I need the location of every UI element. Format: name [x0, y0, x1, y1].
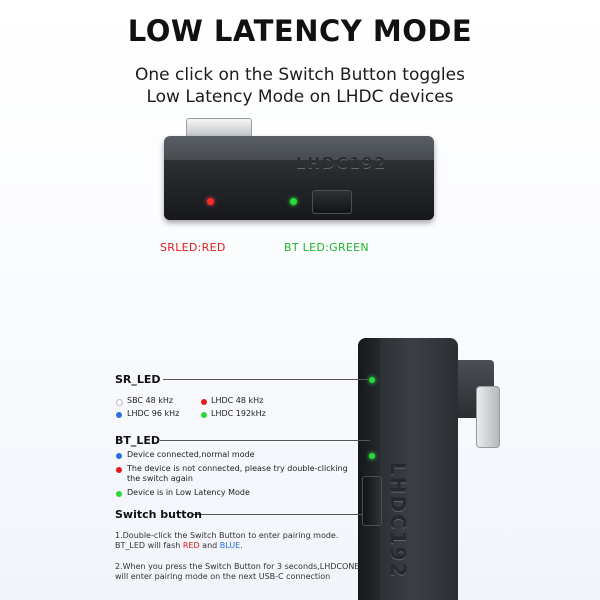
sr-led-dot: [369, 377, 375, 383]
sr-led-item-label: LHDC 48 kHz: [211, 396, 264, 405]
note-text: BT_LED will fash: [115, 541, 183, 550]
sr-led-blue-dot: [116, 412, 122, 418]
device-brand-label: LHDC192: [386, 462, 410, 579]
switch-note-2-line-1: 2.When you press the Switch Button for 3…: [115, 562, 360, 571]
subtitle-line-2: Low Latency Mode on LHDC devices: [146, 87, 454, 107]
device-edge: [358, 338, 380, 600]
bt-led-title: BT_LED: [115, 434, 161, 447]
bt-led-blue-dot: [116, 453, 122, 459]
sr-led-item-label: LHDC 192kHz: [211, 409, 266, 418]
subtitle-line-1: One click on the Switch Button toggles: [135, 65, 465, 85]
bt-led-item-label: Device connected,normal mode: [127, 450, 255, 459]
device-face: [164, 160, 434, 220]
sr-led-caption: SRLED:RED: [160, 241, 226, 254]
side-device-image: LHDC192: [358, 338, 500, 600]
sr-led-item-label: SBC 48 kHz: [127, 396, 174, 405]
sr-led-pointer-line: [163, 379, 369, 380]
note-text: and: [199, 541, 220, 550]
bt-led-dot: [369, 453, 375, 459]
device-brand-label: LHDC192: [296, 154, 387, 172]
sr-led-item-label: LHDC 96 kHz: [127, 409, 180, 418]
bt-led-green-dot: [116, 491, 122, 497]
switch-button: [362, 476, 382, 526]
note-blue-word: BLUE: [219, 541, 241, 550]
switch-note-1-line-2: BT_LED will fash RED and BLUE.: [115, 541, 338, 551]
note-text: .: [240, 541, 243, 550]
top-device-image: LHDC192: [164, 118, 440, 222]
bt-led-red-dot: [116, 467, 122, 473]
bt-led-green-dot: [290, 198, 297, 205]
bt-led-item-label: Device is in Low Latency Mode: [127, 488, 250, 497]
bt-led-item-label: the switch again: [127, 474, 193, 483]
note-red-word: RED: [182, 541, 200, 550]
switch-note-1: 1.Double-click the Switch Button to ente…: [115, 531, 338, 551]
sr-led-red-dot: [207, 198, 214, 205]
switch-pointer-line: [192, 514, 362, 515]
sr-led-red-dot: [201, 399, 207, 405]
page-subtitle: One click on the Switch Button toggles L…: [0, 64, 600, 108]
sr-led-green-dot: [201, 412, 207, 418]
switch-note-1-line-1: 1.Double-click the Switch Button to ente…: [115, 531, 339, 540]
bt-led-pointer-line: [160, 440, 370, 441]
usb-c-plug: [476, 386, 500, 448]
switch-button: [312, 190, 352, 214]
sr-led-white-dot: [116, 399, 123, 406]
sr-led-title: SR_LED: [115, 373, 161, 386]
bt-led-item-label: The device is not connected, please try …: [127, 464, 348, 473]
switch-note-2: 2.When you press the Switch Button for 3…: [115, 562, 359, 582]
switch-button-title: Switch button: [115, 508, 202, 521]
switch-note-2-line-2: will enter pairing mode on the next USB-…: [115, 572, 331, 581]
bt-led-caption: BT LED:GREEN: [284, 241, 369, 254]
page-title: LOW LATENCY MODE: [127, 14, 473, 48]
